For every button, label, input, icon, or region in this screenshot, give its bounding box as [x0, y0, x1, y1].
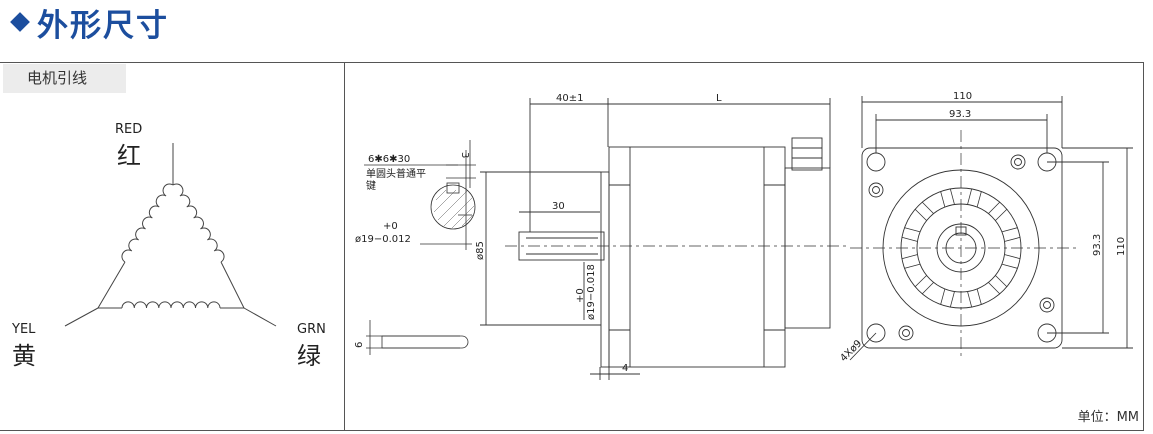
- dim-3-text: 3: [459, 152, 470, 158]
- unit-label: 单位：MM: [1077, 410, 1139, 425]
- yel-lead-line: [64, 307, 99, 327]
- dim-30-text: 30: [552, 201, 565, 212]
- front-rib-line: [976, 289, 982, 305]
- key-desc2-text: 键: [366, 179, 376, 192]
- front-rib-line: [914, 208, 927, 221]
- coil-left: [121, 183, 174, 263]
- front-rib-line: [940, 289, 946, 305]
- section-header: 外形尺寸: [10, 0, 169, 44]
- front-rib-line: [967, 188, 973, 205]
- front-rib-line: [921, 282, 934, 295]
- front-rib-line: [904, 227, 920, 233]
- motor-side-view: [480, 98, 831, 380]
- motor-front-view: [849, 96, 1133, 361]
- key-detail: [364, 140, 476, 355]
- shaft-tol-v-text: ø19−0.018: [586, 264, 597, 320]
- wire-grn-code: GRN: [297, 322, 326, 337]
- dim-93-top-text: 93.3: [949, 109, 971, 120]
- dim-85-text: ø85: [475, 241, 486, 260]
- front-rib-line: [914, 275, 927, 288]
- dim-40-text: 40±1: [556, 93, 583, 104]
- page-title: 外形尺寸: [37, 7, 169, 44]
- coil-right: [172, 183, 225, 263]
- shaft-dia-text: ø19−0.012: [355, 234, 411, 245]
- front-rib-line: [940, 191, 946, 207]
- dim-6-text: 6: [354, 342, 365, 348]
- front-rib-line: [976, 191, 982, 207]
- drawing-frame: [0, 62, 1144, 431]
- front-rib-line: [1004, 236, 1021, 242]
- wire-red-cn: 红: [117, 142, 141, 170]
- front-rib-line: [995, 275, 1008, 288]
- dim-110-side-text: 110: [1116, 237, 1127, 256]
- key-desc-text: 单圆头普通平: [366, 167, 426, 180]
- front-rib-line: [1004, 254, 1021, 260]
- front-ribs: [901, 188, 1021, 308]
- front-rib-line: [988, 282, 1001, 295]
- dim-93-side-text: 93.3: [1092, 234, 1103, 256]
- coil-right-base: [220, 261, 245, 309]
- holes-text: 4Xø9: [838, 338, 864, 364]
- front-rib-line: [1002, 227, 1018, 233]
- front-rib-line: [904, 263, 920, 269]
- key-spec-text: 6✱6✱30: [368, 154, 410, 165]
- front-rib-line: [1002, 263, 1018, 269]
- front-rib-line: [967, 291, 973, 308]
- dim-L-text: L: [716, 93, 722, 104]
- front-rib-line: [988, 201, 1001, 214]
- coil-bottom: [121, 301, 221, 309]
- shaft-tol-plus: +0: [383, 221, 398, 232]
- front-rib-line: [901, 236, 918, 242]
- wiring-diagram: [64, 143, 277, 327]
- wire-yel-code: YEL: [11, 322, 36, 337]
- panel-divider: [344, 62, 345, 430]
- dim-4-text: 4: [622, 363, 628, 374]
- shaft-tol-v-plus: +0: [575, 288, 586, 303]
- dim-110-top-text: 110: [953, 91, 972, 102]
- grn-lead-line: [243, 307, 277, 327]
- front-rib-line: [995, 208, 1008, 221]
- wire-red-code: RED: [115, 122, 142, 137]
- wire-yel-cn: 黄: [12, 342, 36, 370]
- front-rib-line: [949, 188, 955, 205]
- key-hatch: [433, 189, 475, 229]
- wiring-tab-label: 电机引线: [3, 64, 126, 93]
- coil-left-base: [97, 261, 126, 309]
- front-rib-line: [949, 291, 955, 308]
- front-rib-line: [901, 254, 918, 260]
- front-rib-line: [921, 201, 934, 214]
- wire-grn-cn: 绿: [297, 342, 321, 370]
